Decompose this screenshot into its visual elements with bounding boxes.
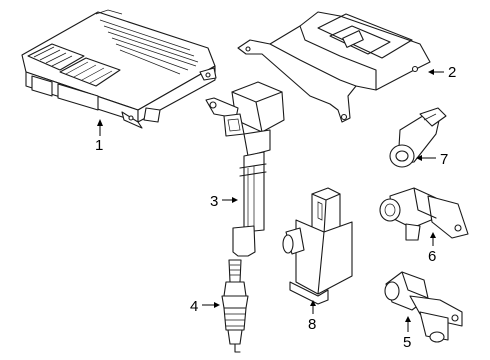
- callout-2: 2: [448, 64, 456, 81]
- callout-5: 5: [403, 334, 411, 351]
- callout-6: 6: [428, 248, 436, 265]
- map-sensor[interactable]: 8: [282, 187, 353, 333]
- callout-8: 8: [308, 316, 316, 333]
- callout-3: 3: [210, 193, 218, 210]
- knock-sensor[interactable]: 7: [389, 107, 448, 168]
- bracket[interactable]: 2: [237, 11, 456, 123]
- callout-7: 7: [440, 151, 448, 168]
- spark-plug[interactable]: 4: [190, 259, 249, 353]
- ecm-module[interactable]: 1: [21, 9, 217, 154]
- callout-1: 1: [95, 137, 103, 154]
- camshaft-position-sensor[interactable]: 6: [379, 187, 469, 265]
- callout-4: 4: [190, 298, 198, 315]
- crankshaft-position-sensor[interactable]: 5: [384, 271, 463, 351]
- ignition-coil[interactable]: 3: [205, 81, 285, 257]
